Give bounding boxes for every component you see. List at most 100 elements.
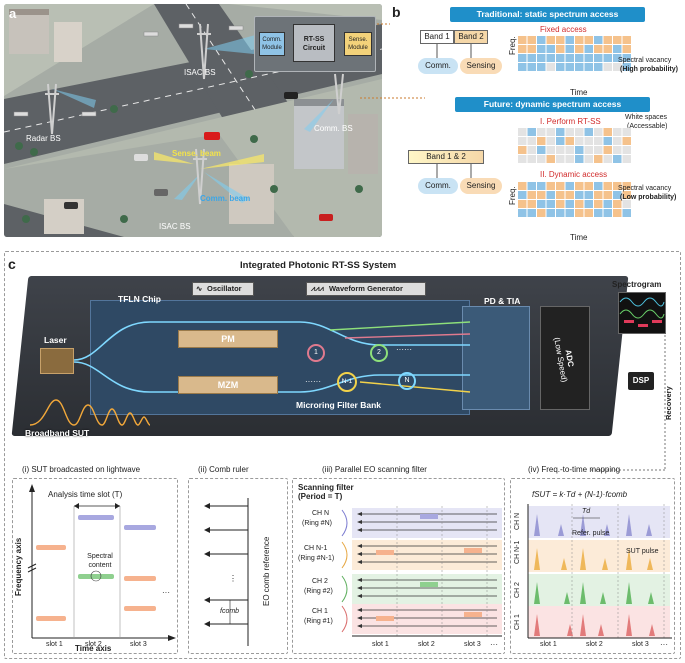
spectrum-cell xyxy=(527,146,536,154)
spectrum-cell xyxy=(546,137,555,145)
spectrum-cell xyxy=(584,36,593,44)
channel-band xyxy=(352,604,502,634)
spectrum-cell xyxy=(556,63,565,71)
channel-band xyxy=(352,540,502,570)
spectrum-cell xyxy=(594,146,603,154)
spectrum-cell xyxy=(565,200,574,208)
laser-label: Laser xyxy=(44,335,67,345)
spectrum-cell xyxy=(537,191,546,199)
comb-arrow xyxy=(204,503,210,509)
spectrum-cell xyxy=(594,137,603,145)
spectrum-cell xyxy=(594,63,603,71)
sub-iii-slot-3: slot 3 xyxy=(464,641,481,648)
dsp-box: DSP xyxy=(628,372,654,390)
tfln-chip xyxy=(90,300,470,415)
spectrum-cell xyxy=(584,146,593,154)
spectrum-cell xyxy=(622,128,631,136)
sub-iii-title: (iii) Parallel EO scanning filter xyxy=(322,465,427,474)
panel-a: Comm. Module RT-SS Circuit Sense. Module… xyxy=(4,4,382,237)
spectrum-cell xyxy=(584,191,593,199)
spectrum-cell xyxy=(556,191,565,199)
radar-bs-label: Radar BS xyxy=(26,134,61,143)
spectral-vacancy-top: Spectral vacancy xyxy=(618,57,672,64)
refer-pulse xyxy=(626,548,632,570)
spectrum-cell xyxy=(622,200,631,208)
spectrum-cell xyxy=(527,36,536,44)
sub-ii-vdots: ⋮ xyxy=(229,574,237,583)
sub-iii-slot-2: slot 2 xyxy=(418,641,435,648)
scan-mark xyxy=(376,616,394,621)
spectrum-cell xyxy=(575,146,584,154)
scan-arrow xyxy=(357,512,362,516)
ring-n-1-label: N-1 xyxy=(341,378,353,385)
period-label: (Period = T) xyxy=(298,492,343,501)
spectrum-cell xyxy=(584,200,593,208)
ring-2-label: 2 xyxy=(377,349,381,356)
spectrum-cell xyxy=(546,36,555,44)
spectrum-cell xyxy=(556,200,565,208)
comb-ruler xyxy=(204,498,249,646)
spectrum-cell xyxy=(603,63,612,71)
dynamic-access-grid xyxy=(518,182,631,217)
spectrum-cell xyxy=(622,191,631,199)
sub-i-box xyxy=(12,478,178,654)
sense-module-block: Sense. Module xyxy=(344,32,372,56)
scan-arrow xyxy=(357,552,362,556)
spectrum-cell xyxy=(527,63,536,71)
sense-beam-label: Sense. beam xyxy=(172,149,221,158)
spectrum-cell xyxy=(584,155,593,163)
sub-i-slot-1: slot 1 xyxy=(46,641,63,648)
spectrum-cell xyxy=(575,36,584,44)
spectrum-cell xyxy=(575,128,584,136)
spectrum-cell xyxy=(622,209,631,217)
time-label-top: Time xyxy=(570,88,588,97)
spectrum-cell xyxy=(527,191,536,199)
spectrum-cell xyxy=(546,45,555,53)
sub-iv-slot-3: slot 3 xyxy=(632,641,649,648)
band1-label: Band 1 xyxy=(424,32,450,41)
spectrum-cell xyxy=(537,137,546,145)
spectrum-cell xyxy=(537,182,546,190)
ch-2-ring: (Ring #2) xyxy=(304,588,333,595)
band12-box: Band 1 & 2 xyxy=(408,150,484,164)
sub-i-plot xyxy=(27,484,176,641)
map-band xyxy=(528,574,670,606)
comm-bs-label: Comm. BS xyxy=(314,124,353,133)
refer-pulse xyxy=(580,582,586,604)
scan-arrow xyxy=(357,586,362,590)
spectrogram-waves xyxy=(619,297,665,327)
sensing-cloud-top: Sensing xyxy=(460,58,502,74)
spectrum-cell xyxy=(584,182,593,190)
spectrum-cell xyxy=(546,146,555,154)
spectrum-cell xyxy=(603,209,612,217)
band12-label: Band 1 & 2 xyxy=(426,152,466,161)
refer-pulse xyxy=(580,514,586,536)
ch-1-ring: (Ring #1) xyxy=(304,618,333,625)
scan-arrow xyxy=(357,520,362,524)
spectrum-cell xyxy=(603,45,612,53)
refer-pulse xyxy=(580,614,586,636)
sut-pulse xyxy=(647,558,653,570)
spectrum-cell xyxy=(613,182,622,190)
spectrum-cell xyxy=(537,45,546,53)
low-prob-label: (Low probability) xyxy=(620,194,677,201)
scanning-filter-plot xyxy=(341,506,502,637)
spectrum-cell xyxy=(603,146,612,154)
dynamic-access-label: II. Dynamic access xyxy=(540,170,608,179)
spectrum-cell xyxy=(622,146,631,154)
comm-module-block: Comm. Module xyxy=(259,32,285,56)
spectrum-cell xyxy=(565,36,574,44)
sub-iv-slot-1: slot 1 xyxy=(540,641,557,648)
spectrum-cell xyxy=(546,128,555,136)
traditional-header: Traditional: static spectrum access xyxy=(450,7,645,22)
spectrum-cell xyxy=(546,191,555,199)
iv-ch-n1: CH N-1 xyxy=(514,540,521,564)
dsp-label: DSP xyxy=(632,376,650,385)
sub-i-title: (i) SUT broadcasted on lightwave xyxy=(22,465,141,474)
spectrum-cell xyxy=(575,182,584,190)
spectrum-cell xyxy=(556,146,565,154)
spectrum-cell xyxy=(546,54,555,62)
sensing-cloud-bottom-label: Sensing xyxy=(466,181,496,190)
time-axis-label: Time axis xyxy=(75,644,112,653)
